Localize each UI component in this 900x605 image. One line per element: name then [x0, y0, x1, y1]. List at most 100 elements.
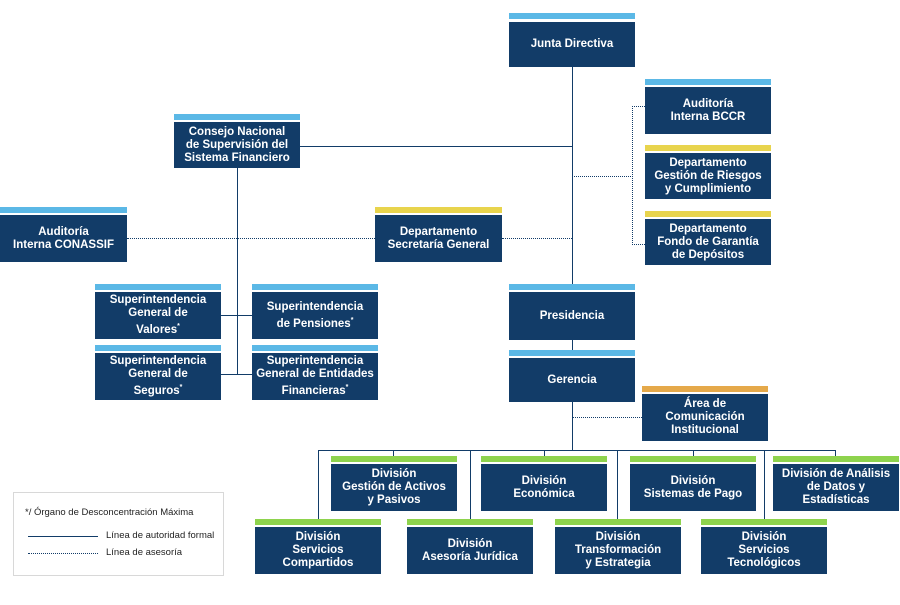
tecnologicos-box: División Servicios Tecnológicos — [701, 527, 827, 574]
juridica-line2: Asesoría Jurídica — [422, 550, 518, 563]
secretaria-line1: Departamento — [399, 225, 478, 238]
sugese-line3: Seguros* — [133, 384, 183, 397]
line-division-bus — [318, 450, 835, 451]
economica-line1: División — [521, 474, 567, 487]
drop-compartidos — [318, 450, 319, 520]
activos-line3: y Pasivos — [367, 494, 421, 506]
dotted-bracket-auditoria — [632, 106, 645, 107]
auditoria-conassif-bar — [0, 207, 127, 213]
datos-line2: de Datos y — [806, 481, 866, 493]
legend-formal-label: Línea de autoridad formal — [106, 530, 215, 541]
gerencia-bar — [509, 350, 635, 356]
gerencia-box: Gerencia — [509, 358, 635, 402]
pagos-line2: Sistemas de Pago — [643, 487, 743, 500]
datos-line3: Estadísticas — [802, 494, 870, 506]
sugeval-bar — [95, 284, 221, 290]
pagos-line1: División — [670, 474, 716, 487]
drop-tecnologicos — [764, 450, 765, 520]
sugef-line2: General de Entidades — [256, 368, 374, 381]
drop-economica — [544, 450, 545, 457]
line-conassif-junta — [300, 146, 572, 147]
sugeval-line3: Valores* — [136, 323, 180, 336]
riesgos-box: Departamento Gestión de Riesgos y Cumpli… — [645, 153, 771, 199]
line-sup-row1 — [221, 315, 252, 316]
dotted-bracket-fondo — [632, 244, 645, 245]
dotted-bracket-vertical — [632, 106, 633, 245]
legend-asesoria-label: Línea de asesoría — [106, 547, 183, 558]
drop-datos — [835, 450, 836, 457]
presidencia-label: Presidencia — [539, 309, 605, 322]
legend: */ Órgano de Desconcentración Máxima Lín… — [13, 492, 224, 576]
junta-label: Junta Directiva — [530, 38, 614, 50]
sugese-line1: Superintendencia — [109, 355, 207, 368]
supen-line1: Superintendencia — [266, 300, 364, 313]
auditoria-conassif-line2: Interna CONASSIF — [13, 238, 114, 251]
drop-pagos — [693, 450, 694, 457]
auditoria-bccr-box: Auditoría Interna BCCR — [645, 87, 771, 134]
juridica-bar — [407, 519, 533, 525]
riesgos-line2: Gestión de Riesgos — [654, 169, 762, 182]
tecnologicos-line1: División — [741, 531, 787, 543]
conassif-line3: Sistema Financiero — [184, 151, 290, 164]
auditoria-conassif-line1: Auditoría — [38, 225, 89, 238]
supen-box: Superintendencia de Pensiones* — [252, 292, 378, 339]
economica-box: División Económica — [481, 464, 607, 511]
supen-line2: de Pensiones* — [276, 316, 354, 330]
sugef-line3: Financieras* — [281, 384, 349, 397]
comunicacion-bar — [642, 386, 768, 392]
transformacion-line2: Transformación — [574, 544, 662, 556]
riesgos-bar — [645, 145, 771, 151]
conassif-box: Consejo Nacional de Supervisión del Sist… — [174, 122, 300, 168]
compartidos-line1: División — [295, 531, 341, 543]
economica-line2: Económica — [513, 487, 575, 500]
dotted-gerencia-comunicacion — [572, 417, 642, 418]
fondo-bar — [645, 211, 771, 217]
transformacion-line1: División — [595, 531, 641, 543]
auditoria-bccr-bar — [645, 79, 771, 85]
compartidos-box: División Servicios Compartidos — [255, 527, 381, 574]
legend-formal-swatch — [28, 536, 98, 537]
line-presidencia-gerencia — [572, 340, 573, 352]
drop-juridica — [470, 450, 471, 520]
sugef-bar — [252, 345, 378, 351]
pagos-bar — [630, 456, 756, 462]
secretaria-box: Departamento Secretaría General — [375, 215, 502, 262]
tecnologicos-bar — [701, 519, 827, 525]
fondo-line2: Fondo de Garantía — [657, 235, 759, 248]
gerencia-label: Gerencia — [547, 373, 597, 386]
fondo-line1: Departamento — [669, 222, 747, 235]
compartidos-line2: Servicios — [292, 544, 344, 556]
junta-directiva-box: Junta Directiva — [509, 22, 635, 67]
sugeval-box: Superintendencia General de Valores* — [95, 292, 221, 339]
presidencia-bar — [509, 284, 635, 290]
line-gerencia-divisions — [572, 402, 573, 450]
presidencia-box: Presidencia — [509, 292, 635, 340]
drop-activos — [393, 450, 394, 457]
pagos-box: División Sistemas de Pago — [630, 464, 756, 511]
sugese-line2: General de — [128, 368, 188, 381]
conassif-bar — [174, 114, 300, 120]
transformacion-box: División Transformación y Estrategia — [555, 527, 681, 574]
comunicacion-line1: Área de — [683, 398, 727, 410]
tecnologicos-line2: Servicios — [738, 544, 790, 556]
fondo-line3: de Depósitos — [671, 248, 745, 261]
activos-line2: Gestión de Activos — [342, 481, 446, 493]
conassif-line1: Consejo Nacional — [188, 125, 286, 138]
compartidos-line3: Compartidos — [282, 557, 354, 569]
transformacion-line3: y Estrategia — [585, 557, 651, 569]
juridica-box: División Asesoría Jurídica — [407, 527, 533, 574]
line-sup-row2 — [221, 374, 252, 375]
datos-bar — [773, 456, 899, 462]
juridica-line1: División — [447, 537, 493, 550]
legend-note: */ Órgano de Desconcentración Máxima — [25, 507, 194, 518]
riesgos-line3: y Cumplimiento — [664, 182, 752, 195]
sugeval-line2: General de — [128, 307, 188, 320]
sugeval-line1: Superintendencia — [109, 294, 207, 307]
riesgos-line1: Departamento — [669, 156, 747, 169]
auditoria-conassif-box: Auditoría Interna CONASSIF — [0, 215, 127, 262]
line-conassif-down — [237, 168, 238, 374]
comunicacion-line2: Comunicación — [665, 411, 745, 423]
activos-box: División Gestión de Activos y Pasivos — [331, 464, 457, 511]
fondo-box: Departamento Fondo de Garantía de Depósi… — [645, 219, 771, 265]
dotted-secretaria-trunk — [502, 238, 572, 239]
